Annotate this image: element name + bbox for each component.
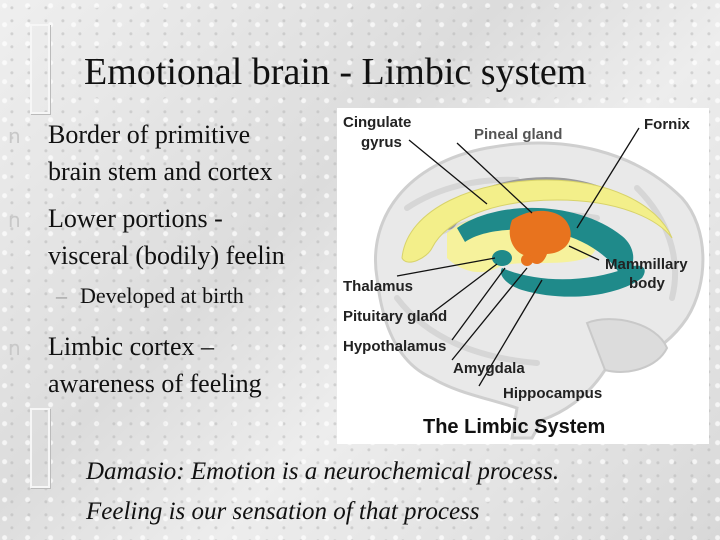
label-mammillary-body-1: Mammillary	[605, 256, 688, 273]
quote-line-1: Damasio: Emotion is a neurochemical proc…	[86, 458, 560, 485]
bullet-2-line-1: Lower portions -	[48, 204, 223, 233]
label-cingulate-gyrus-1: Cingulate	[343, 114, 412, 131]
label-amygdala: Amygdala	[453, 360, 525, 377]
bullet-1-line-1: Border of primitive	[48, 120, 251, 149]
sub-bullet-text: Developed at birth	[80, 283, 244, 308]
quote-line-2: Feeling is our sensation of that process	[86, 498, 480, 525]
slide-title: Emotional brain - Limbic system	[84, 51, 587, 93]
bullet-marker: n	[8, 208, 21, 232]
bullet-marker: n	[8, 124, 21, 148]
bullet-3-line-1: Limbic cortex –	[48, 332, 215, 361]
label-pineal-gland: Pineal gland	[474, 126, 563, 143]
bullet-marker: n	[8, 336, 21, 360]
label-thalamus: Thalamus	[343, 278, 414, 295]
decorative-bar-top	[30, 24, 50, 114]
limbic-system-figure: Cingulate gyrus Pineal gland Fornix Mamm…	[337, 108, 709, 444]
label-hypothalamus: Hypothalamus	[343, 338, 447, 355]
label-pituitary-gland: Pituitary gland	[343, 308, 448, 325]
bullet-3-line-2: awareness of feeling	[48, 369, 262, 398]
brain-illustration	[374, 127, 705, 440]
label-fornix: Fornix	[644, 116, 690, 133]
bullet-2-line-2: visceral (bodily) feelin	[48, 241, 285, 270]
label-cingulate-gyrus-2: gyrus	[361, 134, 402, 151]
bullet-1-line-2: brain stem and cortex	[48, 157, 273, 186]
decorative-bar-bottom	[30, 408, 50, 488]
figure-caption: The Limbic System	[423, 416, 606, 438]
sub-bullet-marker: –	[56, 283, 67, 308]
label-hippocampus: Hippocampus	[503, 385, 603, 402]
label-mammillary-body-2: body	[629, 275, 665, 292]
